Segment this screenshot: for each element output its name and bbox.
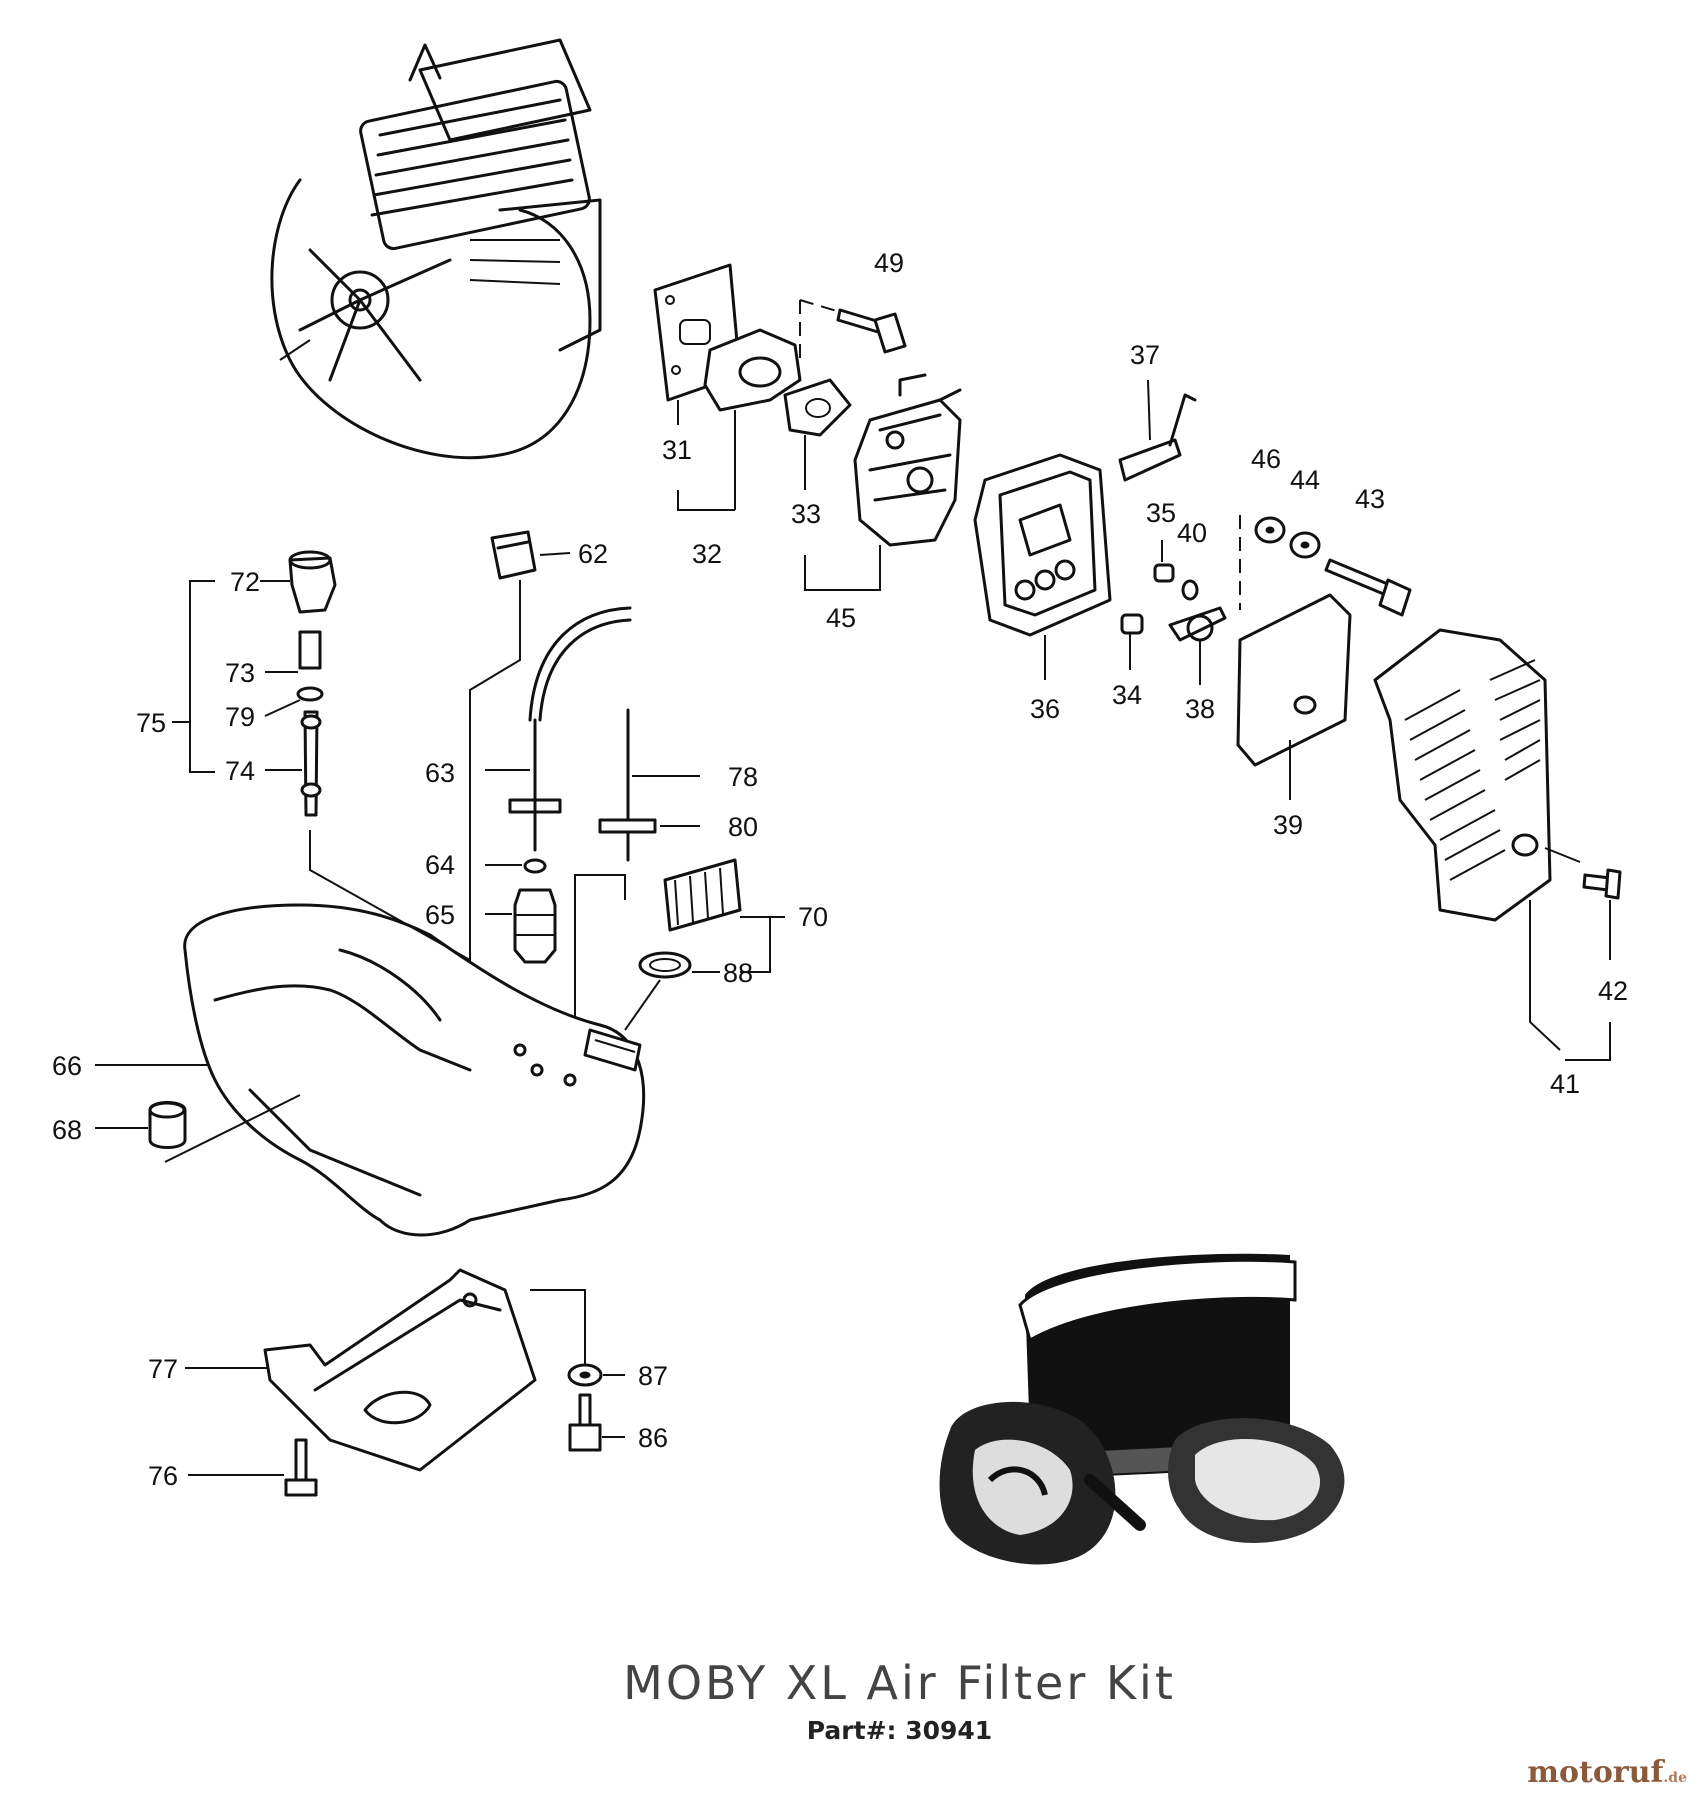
callout-37: 37 [1130,340,1160,370]
part-49-bolt [799,299,907,360]
callout-68: 68 [52,1115,82,1145]
part-79-o-ring [264,686,324,717]
part-41-cover [1373,628,1561,1051]
callout-36: 36 [1030,694,1060,724]
callout-73: 73 [225,658,255,688]
part-70-tank-filter [663,858,785,932]
part-40-clip [1181,579,1199,601]
callout-31: 31 [662,435,692,465]
part-34-bushing [1120,613,1144,670]
part-64-clamp [485,858,547,874]
callout-46: 46 [1251,444,1281,474]
callout-87: 87 [638,1361,668,1391]
part-45-carburetor [804,373,962,591]
callout-70: 70 [798,902,828,932]
part-73-primer-body [265,630,322,673]
part-65-fuel-filter [485,888,557,964]
callout-40: 40 [1177,518,1207,548]
callout-35: 35 [1146,498,1176,528]
air-filter-kit-photo [939,1253,1345,1565]
part-62-cap [469,530,571,1010]
callout-79: 79 [225,702,255,732]
callout-72: 72 [230,567,260,597]
callout-32: 32 [692,539,722,569]
callout-78: 78 [728,762,758,792]
kit-part-number: Part#: 30941 [806,1716,993,1745]
part-86-bolt [568,1393,625,1452]
callout-42: 42 [1598,976,1628,1006]
part-36-filter-base [973,453,1112,680]
part-76-bolt [188,1438,318,1497]
callout-66: 66 [52,1051,82,1081]
part-38-plate [1168,606,1227,685]
part-77-tank-bracket [185,1268,586,1472]
part-63-fuel-line [485,606,632,852]
watermark-brand: motoruf [1527,1755,1664,1790]
callout-45: 45 [826,603,856,633]
callout-39: 39 [1273,810,1303,840]
part-33-gasket [783,378,852,490]
callout-38: 38 [1185,694,1215,724]
part-87-washer [567,1363,625,1387]
part-46-washer [1254,516,1286,544]
engine-block [270,38,602,460]
callout-33: 33 [791,499,821,529]
part-37-lever [1118,379,1197,482]
part-66-fuel-tank [95,903,646,1237]
part-44-washer [1289,531,1321,559]
callout-41: 41 [1550,1069,1580,1099]
part-35-bushing [1153,540,1175,583]
part-88-ring [624,917,771,1031]
watermark-logo[interactable]: motoruf.de [1527,1755,1687,1790]
callout-43: 43 [1355,484,1385,514]
part-43-bolt [1324,558,1412,617]
part-39-filter-element [1236,593,1352,800]
callout-49: 49 [874,248,904,278]
part-42-screw [1544,847,1622,1061]
callout-74: 74 [225,756,255,786]
callout-76: 76 [148,1461,178,1491]
part-68-pad [95,1094,301,1163]
callout-labels: 31 32 33 34 35 36 37 38 39 40 41 42 43 4… [52,248,1628,1491]
bracket-75 [172,580,215,773]
callout-65: 65 [425,900,455,930]
watermark-suffix: .de [1663,1770,1687,1786]
callout-75: 75 [136,708,166,738]
part-78-return-line [574,708,700,1080]
callout-80: 80 [728,812,758,842]
callout-64: 64 [425,850,455,880]
kit-title: MOBY XL Air Filter Kit [623,1656,1176,1710]
part-32-insulator [703,328,802,510]
callout-62: 62 [578,539,608,569]
callout-77: 77 [148,1354,178,1384]
callout-88: 88 [723,958,753,988]
callout-86: 86 [638,1423,668,1453]
callout-63: 63 [425,758,455,788]
part-72-primer-bulb [260,550,337,614]
callout-44: 44 [1290,465,1320,495]
callout-34: 34 [1112,680,1142,710]
part-74-primer-tube [265,710,471,961]
